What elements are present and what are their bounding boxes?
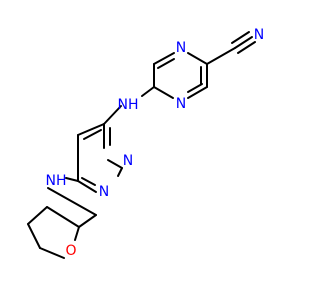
bond-thf-c4-c3 — [27, 206, 48, 225]
atom-label-nitrile-n: N — [254, 27, 264, 43]
bond-c2-n1 — [187, 52, 208, 65]
bond-thf-o-c5 — [39, 247, 65, 259]
bond-thf-c3-c2 — [46, 206, 80, 228]
bond-nitrile-b — [231, 31, 250, 44]
bond-n1p-c6-inner — [81, 177, 96, 186]
bond-nh2-ch2 — [47, 187, 97, 216]
bond-ch2-c2thf — [78, 214, 97, 228]
atom-label-pyrazine-n4: N — [176, 96, 186, 112]
bond-c5-n4 — [153, 86, 174, 99]
bond-c6-nh2 — [65, 177, 79, 182]
bond-nh1-c4 — [103, 105, 122, 125]
molecule-canvas: N N N NH N N NH O — [27, 27, 265, 259]
atom-label-pyrazine-n1: N — [176, 40, 186, 56]
bond-n1p-c6 — [77, 180, 97, 193]
bond-thf-c2-o — [74, 226, 80, 241]
atom-label-amine-nh-1: NH — [118, 97, 139, 113]
atom-label-pyrimidine-n1: N — [99, 184, 109, 200]
bond-n4-c3 — [187, 86, 208, 99]
atom-labels: N N N NH N N NH O — [46, 27, 265, 259]
atom-label-amine-nh-2: NH — [46, 173, 67, 189]
bond-thf-c5-c4 — [27, 223, 41, 249]
atom-label-pyrimidine-n3: N — [123, 153, 133, 169]
bond-n1-c6-inner — [157, 58, 175, 69]
bond-c5p-c4 — [77, 123, 105, 136]
structure-drawing: N N N NH N N NH O — [27, 27, 265, 259]
bond-c5-nh1 — [141, 86, 155, 97]
bond-nitrile-c — [237, 41, 256, 54]
bond-nitrile-a — [234, 36, 253, 49]
bond-n4-c3-inner — [187, 83, 203, 93]
bond-n3-c2 — [107, 159, 123, 169]
bond-c5p-c4-inner — [83, 129, 102, 140]
bond-c2-cn — [206, 47, 236, 65]
atom-label-ring-o: O — [65, 243, 76, 259]
bonds — [27, 31, 256, 259]
bond-n1-c6 — [153, 52, 175, 65]
bond-c2-n1p — [117, 167, 123, 177]
